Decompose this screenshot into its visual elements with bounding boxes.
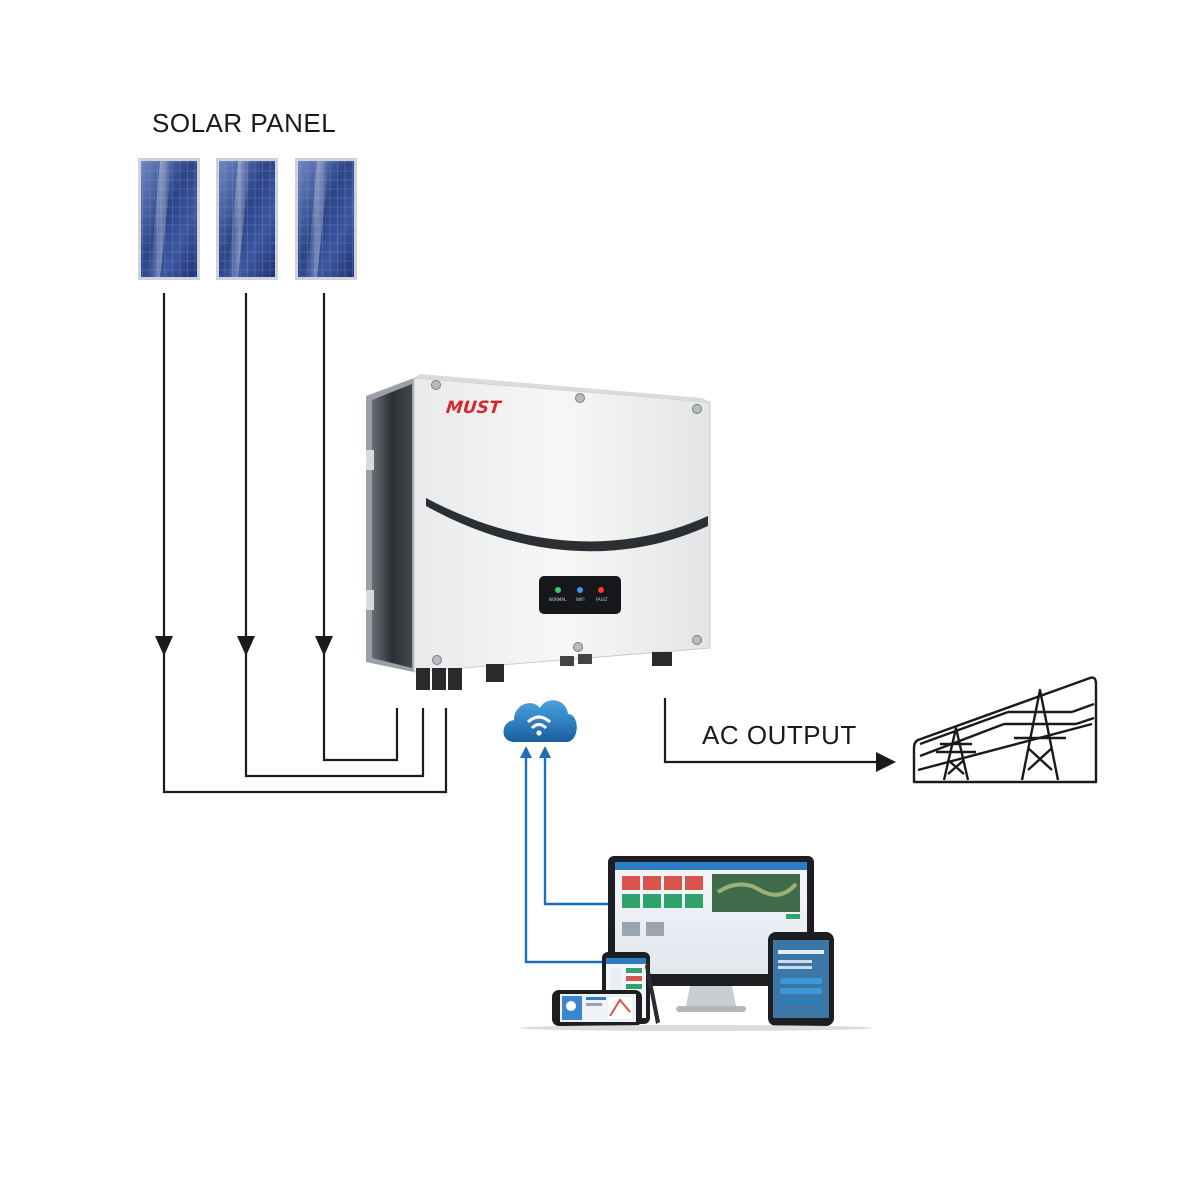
smartphone-icon [552,990,642,1026]
arrow-up-icon [539,746,551,758]
arrow-down-icon [237,636,255,656]
arrow-right-icon [876,752,896,772]
led-label-fault: FAULT [596,597,608,602]
led-label-normal: NORMAL [549,597,567,602]
led-fault-icon [598,587,604,593]
inverter-icon [366,374,711,690]
signal-line-monitor [543,752,608,906]
led-normal-icon [555,587,561,593]
transmission-tower-icon [912,676,1098,784]
inverter-brand: MUST [444,398,502,418]
led-wifi-icon [577,587,583,593]
dc-wiring [162,293,448,794]
wire-panel-1 [162,293,448,794]
solar-panel-3 [295,158,357,280]
signal-lines [524,752,608,964]
ac-output-label: AC OUTPUT [702,720,857,750]
signal-line-phone [524,752,606,964]
devices-shadow [520,1025,872,1031]
solar-panel-1 [138,158,200,280]
ac-output-wire [663,698,892,764]
wire-panel-2 [244,293,425,778]
wire-panel-3 [322,293,399,762]
solar-panel-2 [216,158,278,280]
arrow-up-icon [520,746,532,758]
led-label-wifi: WIFI [576,597,585,602]
wifi-cloud-icon [503,700,577,742]
solar-panel-label: SOLAR PANEL [152,108,337,138]
arrow-down-icon [315,636,333,656]
tablet-icon [768,932,834,1026]
arrow-down-icon [155,636,173,656]
wire-arrows [155,636,333,656]
desktop-monitor-icon [608,856,814,1012]
